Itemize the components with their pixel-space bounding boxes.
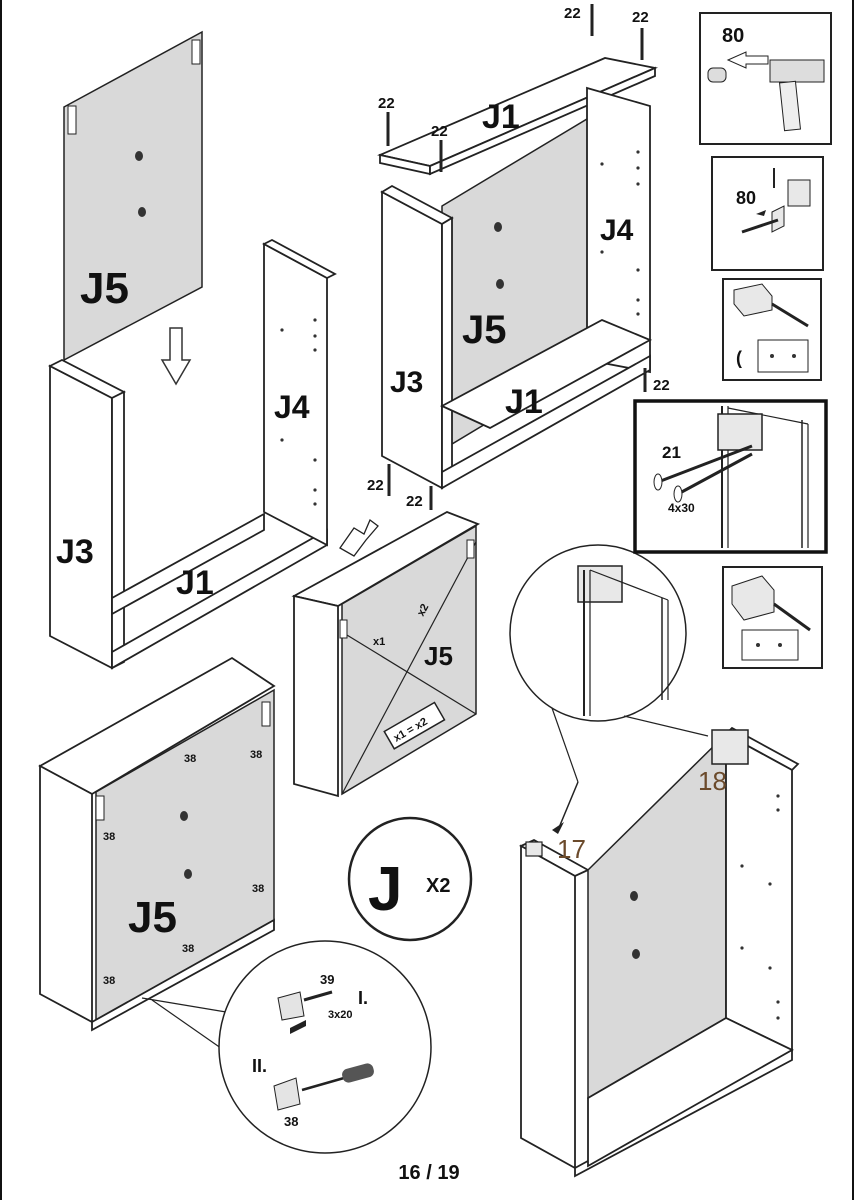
label-22: 22: [378, 95, 395, 112]
cabinet-hinge-view: 17 18: [519, 726, 800, 1178]
label-j3-left: J3: [56, 533, 94, 571]
label-j5-back: J5: [128, 893, 177, 942]
quantity-badge: J X2: [347, 816, 473, 942]
detail-callout-38: 39 3x20 I. II. 38: [141, 940, 432, 1154]
label-x2: x2: [415, 602, 431, 618]
label-38: 38: [252, 883, 264, 895]
step-box-cam-fitting: (: [722, 278, 822, 381]
label-38: 38: [184, 753, 196, 765]
label-22: 22: [431, 123, 448, 140]
hand-allen-key-icon: [339, 518, 379, 557]
frame-j3-j4-j1: J3 J4 J1: [48, 238, 337, 670]
label-22: 22: [406, 493, 423, 510]
step-box-screw-21-highlight: 21 4x30: [633, 399, 828, 554]
label-j5-diagonal: J5: [424, 641, 453, 671]
label-22: 22: [564, 5, 581, 22]
label-38: 38: [284, 1114, 298, 1129]
cabinet-assembly-top: J1 J4 J5 J3 J1: [377, 57, 658, 490]
label-39: 39: [320, 972, 334, 987]
label-22: 22: [632, 9, 649, 26]
step-i: I.: [358, 988, 368, 1008]
step-box-dowel-hammer: 80: [699, 12, 832, 145]
label-22: 22: [367, 477, 384, 494]
label-38: 38: [103, 975, 115, 987]
label-j1-top: J1: [482, 98, 520, 136]
label-j1-bottom: J1: [505, 383, 543, 421]
label-38: 38: [250, 749, 262, 761]
label-80: 80: [722, 25, 744, 47]
down-arrow-icon: [160, 327, 192, 386]
label-j3-top: J3: [390, 366, 423, 399]
label-18: 18: [698, 766, 727, 796]
label-j4-left: J4: [274, 389, 310, 425]
step-box-cam-fitting-2: [722, 566, 823, 669]
label-4x30: 4x30: [668, 501, 695, 515]
cabinet-diagonal-check: x1 x2 J5 x1 = x2: [291, 511, 481, 798]
label-17: 17: [557, 834, 586, 864]
label-22: 22: [653, 377, 670, 394]
step-ii: II.: [252, 1056, 267, 1076]
label-38: 38: [103, 831, 115, 843]
label-38: 38: [182, 943, 194, 955]
label-80: 80: [736, 188, 756, 208]
label-j5-top: J5: [80, 264, 129, 313]
label-j1-left: J1: [176, 564, 214, 602]
back-panel-j5-loose: J5: [63, 30, 203, 362]
label-j5-center: J5: [462, 308, 507, 352]
quantity-letter: J: [368, 855, 402, 924]
label-j4-top: J4: [600, 214, 634, 247]
page-number: 16 / 19: [398, 1162, 460, 1184]
quantity-multiplier: X2: [426, 875, 450, 897]
label-21: 21: [662, 443, 681, 462]
label-3x20: 3x20: [328, 1009, 352, 1021]
step-box-dowel-bracket: 80: [711, 156, 824, 271]
svg-text:(: (: [736, 348, 742, 368]
screws-22: 22 22 22 22 22 22 22: [367, 4, 670, 510]
hinge-detail-callout: [509, 544, 709, 834]
cabinet-back-view: 38 38 38 38 38 38 J5: [38, 656, 276, 1032]
label-x1: x1: [373, 636, 385, 648]
